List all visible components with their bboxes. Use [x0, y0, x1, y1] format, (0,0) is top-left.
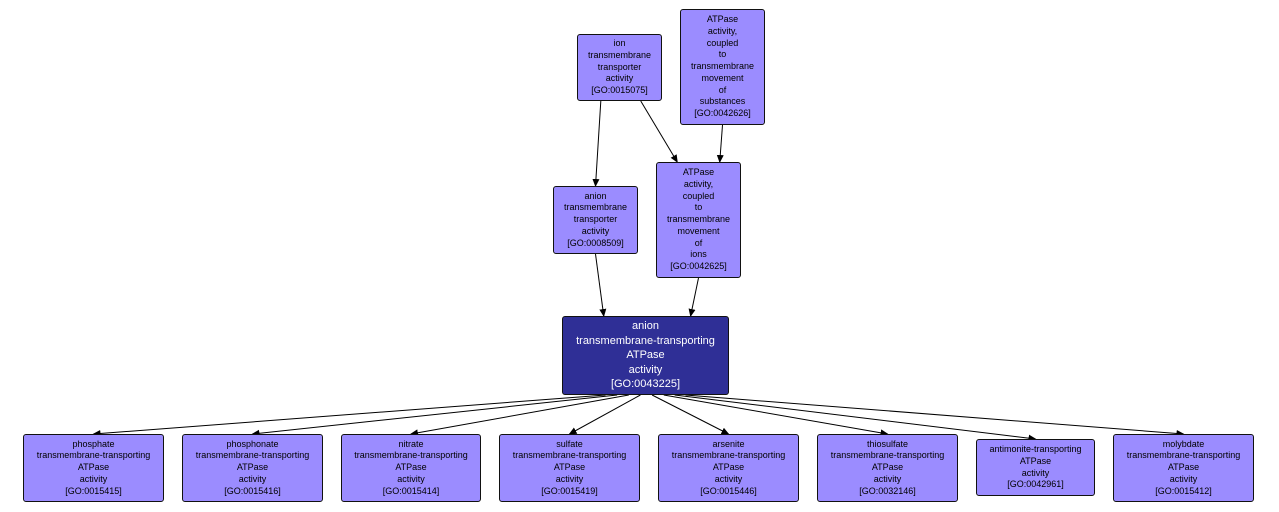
- node-go0015419[interactable]: sulfate transmembrane-transporting ATPas…: [499, 434, 640, 502]
- edge-go0015075-to-go0008509: [592, 100, 602, 187]
- node-label: molybdate transmembrane-transporting ATP…: [1126, 438, 1241, 496]
- node-label: ATPase activity, coupled to transmembran…: [666, 167, 731, 271]
- edge-go0043225-to-go0015419: [568, 394, 641, 435]
- edge-go0043225-to-go0015416: [251, 394, 618, 437]
- edge-go0008509-to-go0043225: [595, 253, 607, 317]
- edge-go0043225-to-go0015412: [685, 394, 1185, 437]
- node-go0042625[interactable]: ATPase activity, coupled to transmembran…: [656, 162, 741, 278]
- edge-go0043225-to-go0015446: [651, 394, 730, 435]
- node-go0008509[interactable]: anion transmembrane transporter activity…: [553, 186, 638, 254]
- node-go0015416[interactable]: phosphonate transmembrane-transporting A…: [182, 434, 323, 502]
- node-label: arsenite transmembrane-transporting ATPa…: [671, 438, 786, 496]
- node-go0015412[interactable]: molybdate transmembrane-transporting ATP…: [1113, 434, 1254, 502]
- edge-go0042626-to-go0042625: [716, 124, 724, 163]
- node-label: nitrate transmembrane-transporting ATPas…: [354, 438, 468, 496]
- edge-go0043225-to-go0042961: [674, 394, 1037, 442]
- node-label: ATPase activity, coupled to transmembran…: [690, 14, 755, 118]
- node-go0015414[interactable]: nitrate transmembrane-transporting ATPas…: [341, 434, 481, 502]
- node-go0032146[interactable]: thiosulfate transmembrane-transporting A…: [817, 434, 958, 502]
- edge-go0015075-to-go0042625: [640, 100, 678, 163]
- node-go0015415[interactable]: phosphate transmembrane-transporting ATP…: [23, 434, 164, 502]
- node-label: antimonite-transporting ATPase activity …: [989, 444, 1082, 490]
- node-go0015446[interactable]: arsenite transmembrane-transporting ATPa…: [658, 434, 799, 502]
- node-label: anion transmembrane-transporting ATPase …: [576, 320, 715, 391]
- node-label: phosphonate transmembrane-transporting A…: [195, 438, 310, 496]
- node-label: anion transmembrane transporter activity…: [563, 190, 628, 248]
- node-go0043225-focus[interactable]: anion transmembrane-transporting ATPase …: [562, 316, 729, 395]
- node-label: ion transmembrane transporter activity […: [587, 38, 652, 96]
- node-label: phosphate transmembrane-transporting ATP…: [36, 438, 151, 496]
- node-go0015075[interactable]: ion transmembrane transporter activity […: [577, 34, 662, 101]
- edge-go0043225-to-go0015414: [410, 394, 629, 437]
- edge-go0042625-to-go0043225: [688, 277, 699, 317]
- node-go0042961[interactable]: antimonite-transporting ATPase activity …: [976, 439, 1095, 496]
- edge-go0043225-to-go0032146: [663, 394, 889, 437]
- node-go0042626[interactable]: ATPase activity, coupled to transmembran…: [680, 9, 765, 125]
- node-label: thiosulfate transmembrane-transporting A…: [830, 438, 945, 496]
- edge-go0043225-to-go0015415: [92, 394, 606, 437]
- node-label: sulfate transmembrane-transporting ATPas…: [512, 438, 627, 496]
